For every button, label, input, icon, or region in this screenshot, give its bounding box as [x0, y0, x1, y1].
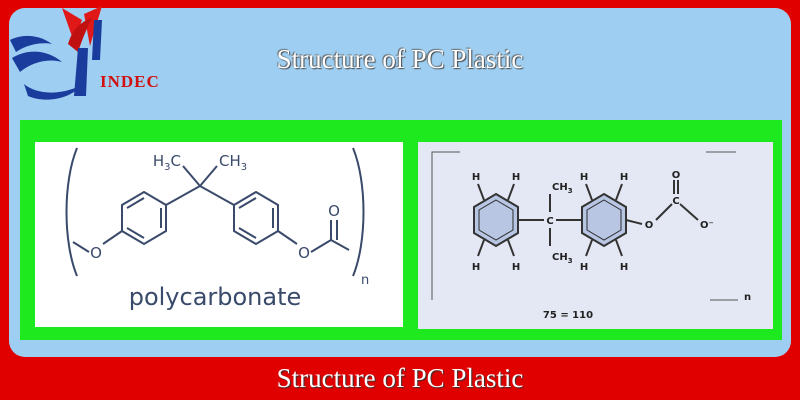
page-title: Structure of PC Plastic	[276, 44, 524, 74]
right-benzene-ring	[233, 190, 279, 246]
carbonyl-carbon-label: C	[672, 196, 679, 207]
oxygen-minus-label: O⁻	[700, 220, 714, 231]
indec-logo: INDEC	[2, 0, 182, 110]
logo-text: INDEC	[100, 72, 160, 91]
h-atom-label: H	[620, 172, 628, 183]
h-atom-label: H	[580, 172, 588, 183]
right-right-benzene-ring	[581, 192, 627, 248]
h-atom-label: H	[620, 262, 628, 273]
ring-oxygen-label: O	[645, 220, 654, 231]
polycarbonate-caption: polycarbonate	[129, 283, 302, 311]
subscript-n-label: n	[744, 292, 751, 303]
pc-repeat-unit-panel: H H H H H H H H C CH3 CH3 O C O O⁻ n 75 …	[418, 142, 773, 329]
right-left-benzene-ring	[473, 192, 519, 248]
polycarbonate-structure-panel: H3C CH3 O O O n polycarbonate	[35, 142, 403, 327]
h-atom-label: H	[512, 172, 520, 183]
h-atom-label: H	[472, 262, 480, 273]
right-left-bracket	[431, 151, 460, 300]
range-label: 75 = 110	[543, 310, 593, 321]
methyl-left-label: H3C	[153, 152, 181, 173]
repeat-n-label: n	[361, 273, 369, 288]
right-bracket	[352, 147, 365, 277]
h-atom-label: H	[580, 262, 588, 273]
carbonyl-oxygen-label: O	[328, 202, 340, 220]
ch3-top-label: CH3	[552, 182, 573, 195]
oxygen-right-label: O	[298, 244, 310, 262]
left-benzene-ring	[121, 190, 167, 246]
left-bracket	[65, 147, 78, 277]
ch3-bottom-label: CH3	[552, 252, 573, 265]
h-atom-label: H	[512, 262, 520, 273]
h-atom-label: H	[472, 172, 480, 183]
central-carbon-label: C	[546, 216, 553, 227]
oxygen-left-label: O	[90, 244, 102, 262]
footer-caption: Structure of PC Plastic	[276, 363, 524, 393]
methyl-right-label: CH3	[219, 152, 247, 173]
carbonyl-oxygen-label: O	[672, 170, 681, 181]
